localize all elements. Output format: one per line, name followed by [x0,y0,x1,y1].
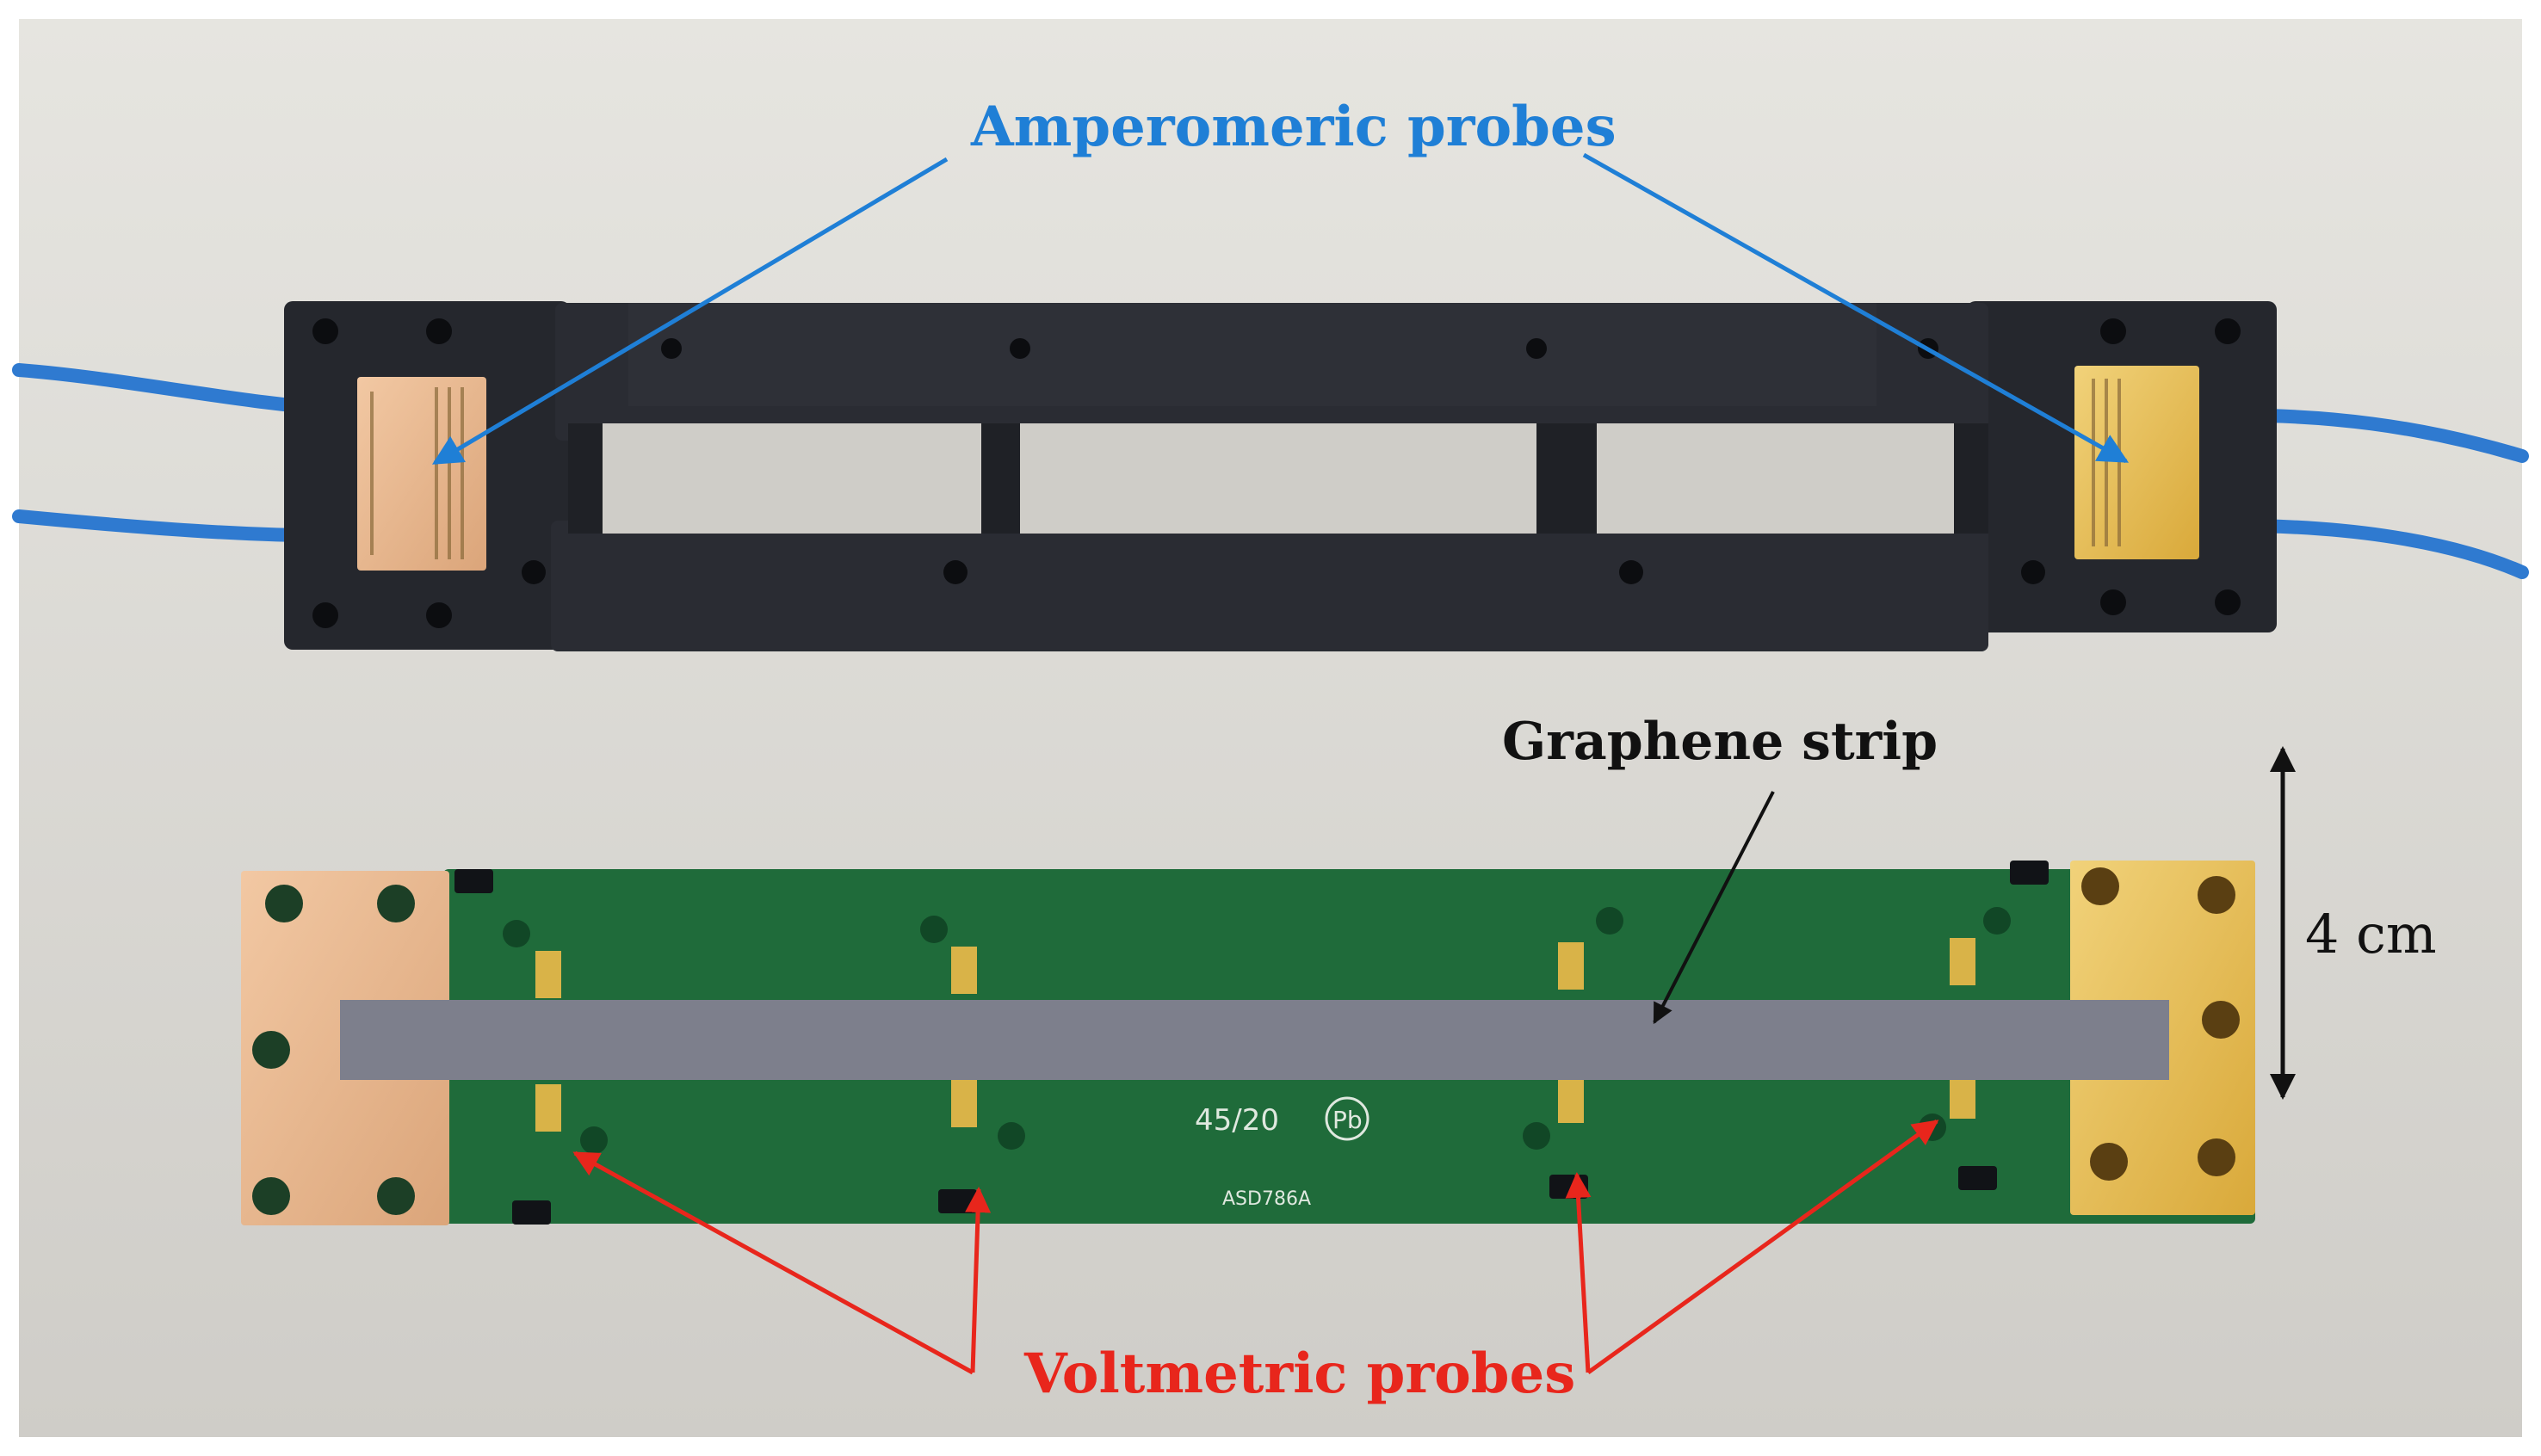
pcb-logo: Pb [1332,1106,1363,1134]
amperometric-probe-left [357,377,486,571]
graphene-strip [340,1000,2169,1080]
amperometric-arrows [431,152,2130,466]
pcb-code: 45/20 [1195,1103,1279,1138]
pcb-part: ASD786A [1222,1188,1311,1210]
voltmetric-probes-label: Voltmetric probes [1024,1342,1576,1406]
lead-free-circle-icon [1325,1096,1369,1141]
graphene-arrow [1653,791,1775,1025]
graphene-strip-label: Graphene strip [1502,712,1938,772]
probe-holder [12,301,2529,651]
voltmetric-arrows [572,1119,1939,1375]
pcb-board: 45/20 ASD786A Pb [241,861,2255,1225]
amperometric-probes-label: Amperomeric probes [971,95,1617,159]
dimension-label: 4 cm [2305,903,2437,966]
